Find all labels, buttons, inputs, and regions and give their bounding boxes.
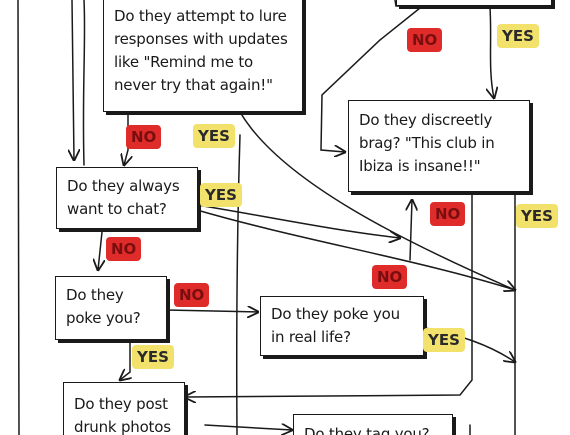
node-brag-text: Do they discreetly brag? "This club in I… [359,111,500,175]
node-lure-text: Do they attempt to lure responses with u… [114,7,293,94]
node-poke-text: Do they poke you? [66,286,141,327]
yes-label: YES [423,328,465,352]
line-yes-to-brag [490,7,494,98]
no-label: NO [372,265,408,289]
node-chat-text: Do they always want to chat? [67,177,185,218]
line-center-long [235,134,241,435]
line-chat-no [98,231,102,270]
line-lure-yes [239,111,515,290]
line-brag-no-up [410,200,412,261]
no-label: NO [126,125,162,149]
line-left-2 [82,0,86,166]
no-label: NO [430,202,466,226]
node-poke: Do they poke you? [55,276,167,340]
yes-label: YES [497,24,539,48]
line-brag-no [185,191,473,397]
no-label: NO [106,237,142,261]
node-poke-real: Do they poke you in real life? [260,296,424,356]
left-edge-line [17,0,20,435]
top-partial-box [396,0,552,6]
yes-label: YES [200,183,242,207]
node-tag-text: Do they tag you? [304,425,430,435]
node-poke-real-text: Do they poke you in real life? [271,305,405,346]
node-drunk: Do they post drunk photos [63,382,185,435]
line-to-chat [72,0,74,160]
line-lure-no [124,111,128,165]
line-drunk-tag [204,425,292,430]
node-brag: Do they discreetly brag? "This club in I… [348,100,530,192]
line-chat-yes-2 [196,209,516,291]
yes-label: YES [516,204,558,228]
node-tag: Do they tag you? [293,414,453,435]
yes-label: YES [132,345,174,369]
line-chat-yes [196,204,400,238]
node-chat: Do they always want to chat? [56,167,198,229]
no-label: NO [407,28,443,52]
no-label: NO [174,283,210,307]
line-poke-yes [120,341,130,380]
node-drunk-text: Do they post drunk photos [74,395,173,435]
yes-label: YES [193,124,235,148]
line-poke-no [165,310,258,312]
line-no-to-brag [320,7,421,152]
node-lure: Do they attempt to lure responses with u… [103,0,303,112]
